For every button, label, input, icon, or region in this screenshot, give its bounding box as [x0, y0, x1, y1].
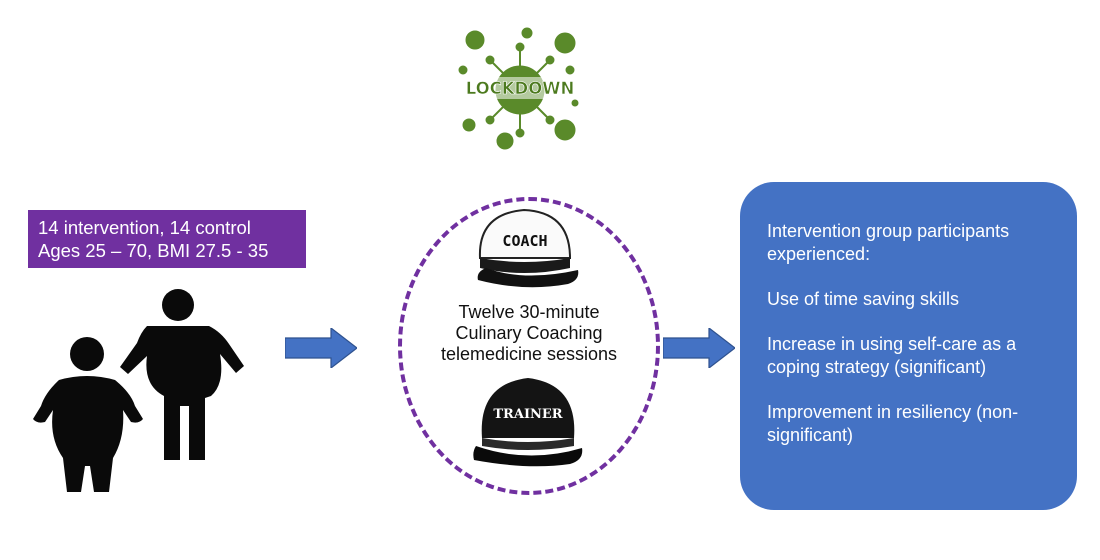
people-silhouettes-icon — [33, 289, 244, 492]
sessions-description: Twelve 30-minute Culinary Coaching telem… — [398, 302, 660, 365]
participants-groups: 14 intervention, 14 control — [38, 217, 251, 238]
results-heading: Intervention group participants experien… — [767, 221, 1010, 264]
result-item: Increase in using self-care as a coping … — [767, 334, 1017, 377]
lockdown-virus-logo: LOCKDOWN — [458, 27, 579, 150]
sessions-line-2: Culinary Coaching — [455, 323, 603, 343]
trainer-cap-label: TRAINER — [493, 407, 562, 422]
coach-cap-icon: COACH — [477, 208, 579, 288]
arrow-right-icon — [285, 328, 357, 368]
person-silhouette-tall — [120, 289, 244, 460]
lockdown-label: LOCKDOWN — [466, 79, 575, 98]
arrow-right-icon — [663, 328, 735, 368]
result-item: Improvement in resiliency (non-significa… — [767, 402, 1019, 445]
sessions-line-3: telemedicine sessions — [440, 344, 618, 364]
participants-info-box: 14 intervention, 14 control Ages 25 – 70… — [28, 210, 306, 268]
participants-criteria: Ages 25 – 70, BMI 27.5 - 35 — [38, 240, 269, 261]
person-silhouette-short — [33, 337, 143, 492]
result-item: Use of time saving skills — [767, 289, 960, 309]
results-box: Intervention group participants experien… — [740, 182, 1077, 510]
trainer-cap-icon: TRAINER — [473, 378, 583, 467]
coach-cap-label: COACH — [502, 232, 547, 250]
sessions-line-1: Twelve 30-minute — [458, 302, 600, 322]
intervention-circle — [398, 197, 660, 495]
